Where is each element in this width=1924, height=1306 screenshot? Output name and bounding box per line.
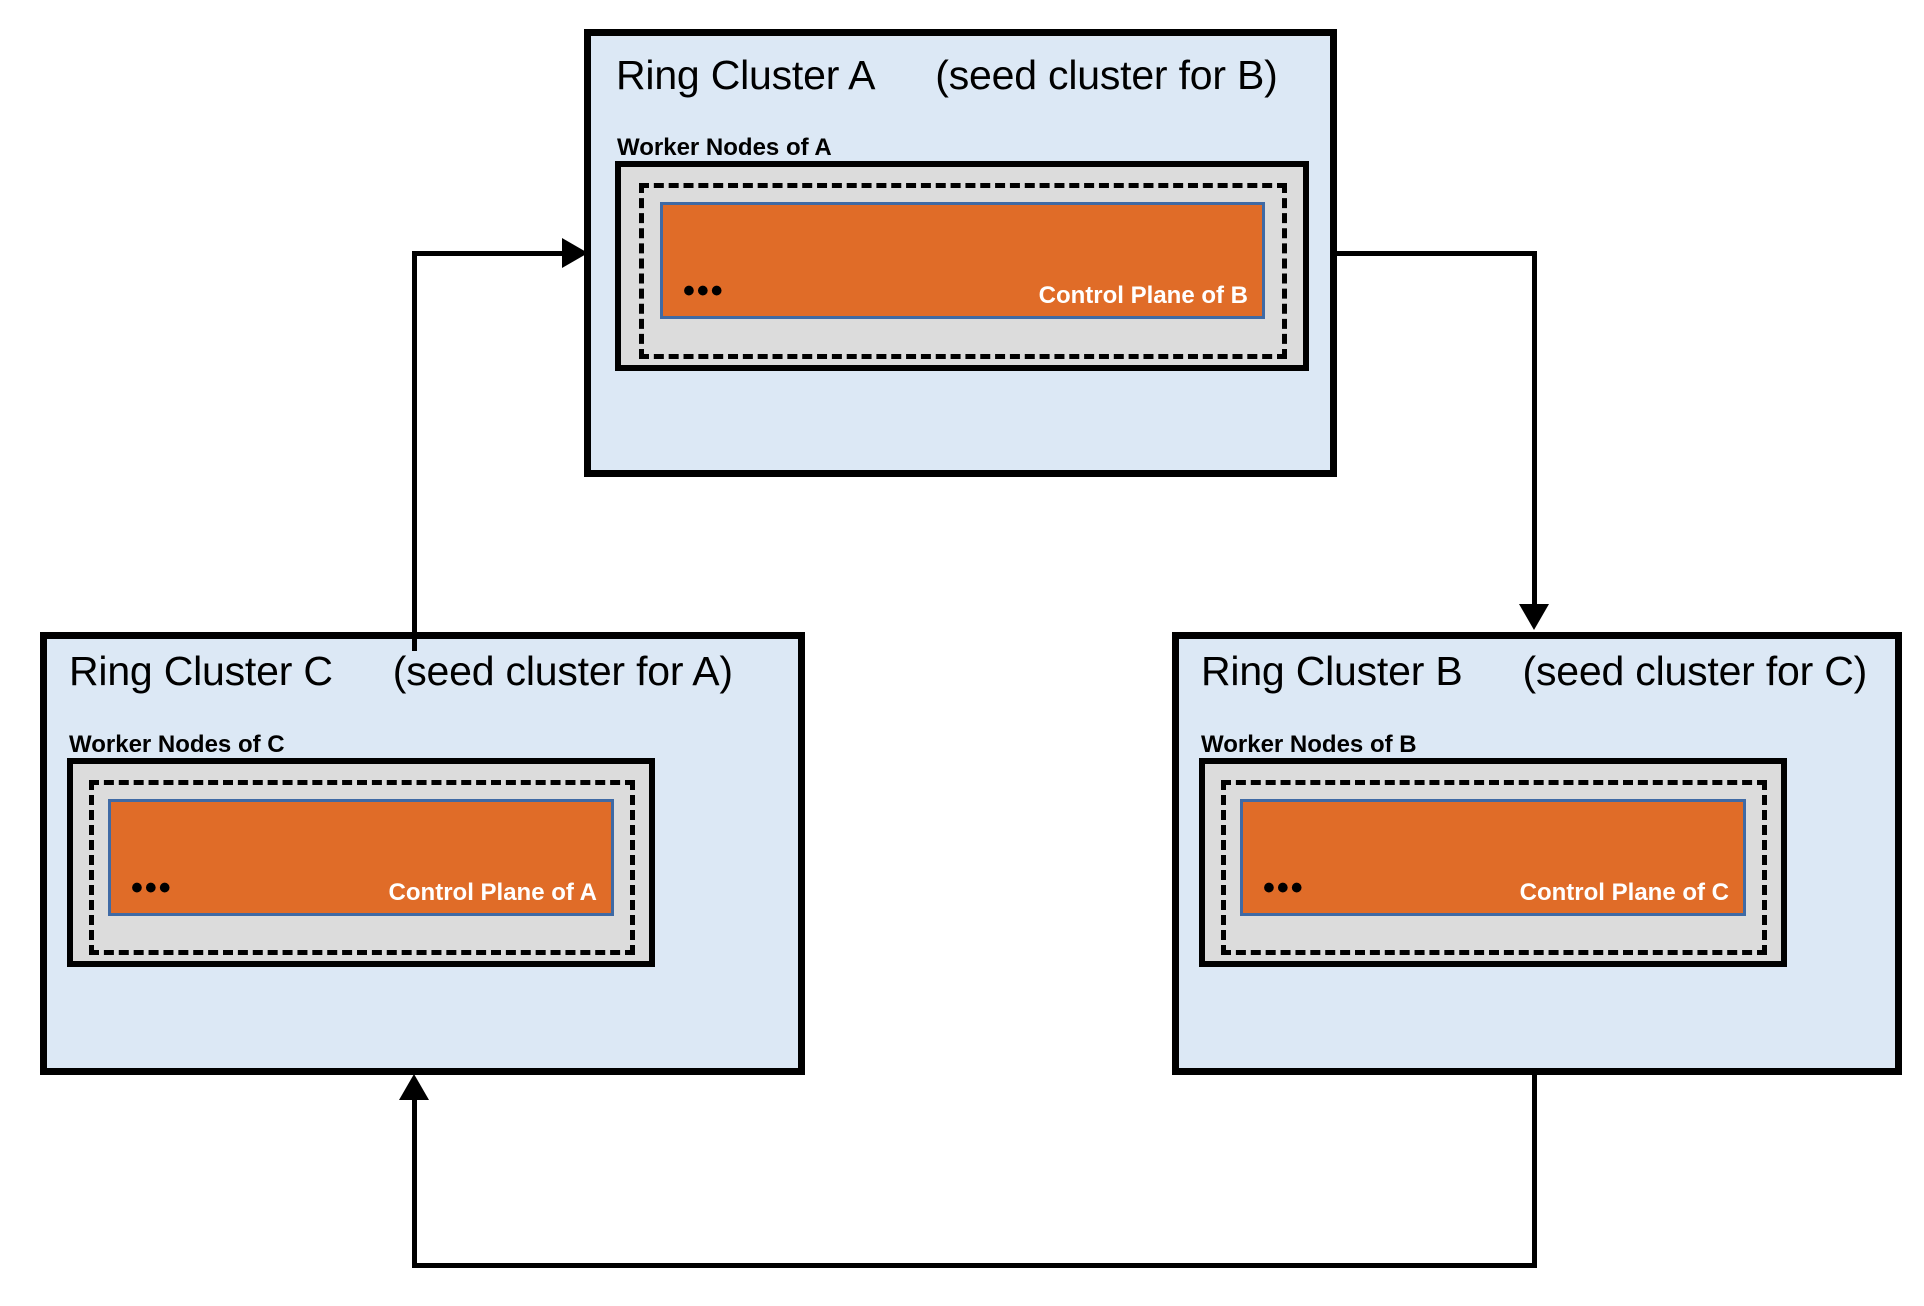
- cluster-box-b[interactable]: Ring Cluster B (seed cluster for C) Worke…: [1172, 632, 1902, 1075]
- arrowhead-into-cluster-b: [1519, 604, 1549, 630]
- ellipsis-icon: •••: [683, 272, 725, 310]
- cluster-name-a: Ring Cluster A: [616, 52, 876, 98]
- worker-band-c[interactable]: ••• Control Plane of A: [67, 758, 655, 967]
- worker-band-a[interactable]: ••• Control Plane of B: [615, 161, 1309, 371]
- cluster-title-b: Ring Cluster B (seed cluster for C): [1201, 648, 1867, 695]
- control-plane-box-c[interactable]: ••• Control Plane of C: [1240, 799, 1746, 916]
- control-plane-box-a[interactable]: ••• Control Plane of A: [108, 799, 614, 916]
- connector-b-to-c-horizontal: [412, 1263, 1537, 1268]
- connector-c-to-a-vertical: [412, 251, 417, 651]
- cluster-name-b: Ring Cluster B: [1201, 648, 1463, 694]
- connector-b-to-c-vertical-left: [412, 1100, 417, 1265]
- cluster-title-a: Ring Cluster A (seed cluster for B): [616, 52, 1278, 99]
- control-plane-label-c: Control Plane of C: [1519, 879, 1729, 906]
- ellipsis-icon: •••: [131, 869, 173, 907]
- cluster-title-c: Ring Cluster C (seed cluster for A): [69, 648, 733, 695]
- dashed-boundary-b: ••• Control Plane of C: [1221, 780, 1767, 955]
- ellipsis-icon: •••: [1263, 869, 1305, 907]
- worker-band-b[interactable]: ••• Control Plane of C: [1199, 758, 1787, 967]
- control-plane-box-b[interactable]: ••• Control Plane of B: [660, 202, 1265, 319]
- cluster-seed-note-a: (seed cluster for B): [935, 52, 1278, 98]
- control-plane-label-b: Control Plane of B: [1038, 282, 1248, 309]
- arrowhead-into-cluster-c: [399, 1074, 429, 1100]
- connector-a-to-b-vertical: [1532, 251, 1537, 606]
- dashed-boundary-a: ••• Control Plane of B: [639, 183, 1287, 359]
- connector-b-to-c-vertical-right: [1532, 1075, 1537, 1268]
- arrowhead-into-cluster-a: [562, 238, 588, 268]
- worker-nodes-label-b: Worker Nodes of B: [1201, 731, 1417, 758]
- connector-c-to-a-horizontal: [412, 251, 572, 256]
- worker-nodes-label-a: Worker Nodes of A: [617, 134, 832, 161]
- connector-a-to-b-horizontal: [1337, 251, 1537, 256]
- dashed-boundary-c: ••• Control Plane of A: [89, 780, 635, 955]
- cluster-box-a[interactable]: Ring Cluster A (seed cluster for B) Worke…: [584, 29, 1337, 477]
- cluster-seed-note-b: (seed cluster for C): [1522, 648, 1868, 694]
- cluster-name-c: Ring Cluster C: [69, 648, 333, 694]
- control-plane-label-a: Control Plane of A: [388, 879, 597, 906]
- cluster-box-c[interactable]: Ring Cluster C (seed cluster for A) Worke…: [40, 632, 805, 1075]
- worker-nodes-label-c: Worker Nodes of C: [69, 731, 285, 758]
- cluster-seed-note-c: (seed cluster for A): [392, 648, 733, 694]
